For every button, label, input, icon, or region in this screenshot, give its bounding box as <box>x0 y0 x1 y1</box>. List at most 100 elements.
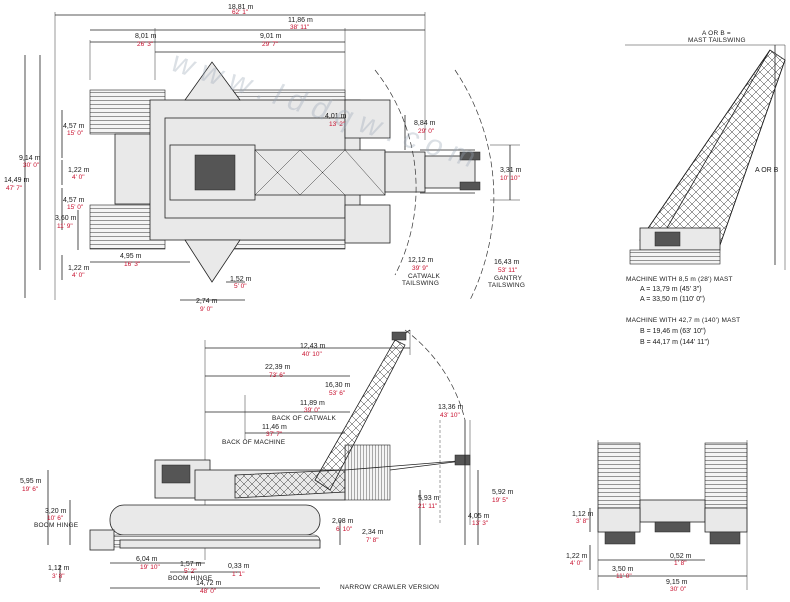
dim-1-57-ft: 5' 2" <box>184 568 197 575</box>
dim-1-12-ft: 3' 8" <box>52 573 65 580</box>
dim-1-22a: 1,22 m <box>68 167 90 174</box>
dim-1-22b-ft: 4' 0" <box>72 272 85 279</box>
dim-1-52-ft: 5' 0" <box>234 283 247 290</box>
dim-8-01-ft: 26' 3" <box>137 41 154 48</box>
catwalk-tailswing-label: CATWALK TAILSWING <box>402 273 442 287</box>
dim-14-72: 14,72 m <box>196 580 221 587</box>
mast-title-2: MAST TAILSWING <box>688 37 746 44</box>
dim-2-08: 2,08 m <box>332 518 354 525</box>
dim-9-01: 9,01 m <box>260 33 282 40</box>
front-dim-0-52: 0,52 m <box>670 553 692 560</box>
dim-16-43-ft: 53' 11" <box>498 267 518 274</box>
dim-18-81-ft: 62' 1" <box>232 9 249 16</box>
dim-6-04: 6,04 m <box>136 556 158 563</box>
dim-16-43: 16,43 m <box>494 259 519 266</box>
dim-2-74-ft: 9' 0" <box>200 306 213 313</box>
mast-view: A OR B = MAST TAILSWING A OR B MACHINE W… <box>625 30 786 346</box>
dim-4-01: 4,01 m <box>325 113 347 120</box>
dim-3-20-ft: 10' 6" <box>47 515 64 522</box>
dim-3-60-ft: 11' 9" <box>57 223 73 230</box>
dim-22-39: 22,39 m <box>265 364 290 371</box>
dim-14-49: 14,49 m <box>4 177 29 184</box>
dim-6-04-ft: 19' 10" <box>140 564 161 571</box>
top-view <box>24 12 520 301</box>
front-dim-0-52-ft: 1' 8" <box>674 560 687 567</box>
dim-18-81: 18,81 m <box>228 4 253 11</box>
catwalk-tailswing-l2: TAILSWING <box>402 280 439 287</box>
dim-5-93: 5,93 m <box>418 495 440 502</box>
dim-5-95: 5,95 m <box>20 478 42 485</box>
mast-b2: B = 44,17 m (144' 11") <box>640 339 709 346</box>
dim-4-57a: 4,57 m <box>63 123 85 130</box>
dim-14-72-ft: 48' 0" <box>200 588 217 595</box>
mast-title-1: A OR B = <box>702 30 731 37</box>
gantry-tailswing-label: GANTRY TAILSWING <box>488 275 525 289</box>
dim-4-01-ft: 13' 2" <box>329 121 346 128</box>
dim-9-01-ft: 29' 7" <box>262 41 279 48</box>
dim-5-92-ft: 19' 5" <box>492 497 509 504</box>
dim-4-57b-ft: 15' 0" <box>67 204 84 211</box>
dim-4-05: 4,05 m <box>468 513 490 520</box>
dim-2-74: 2,74 m <box>196 298 218 305</box>
dim-4-57a-ft: 15' 0" <box>67 130 84 137</box>
dim-9-14: 9,14 m <box>19 155 41 162</box>
front-dim-3-50: 3,50 m <box>612 566 634 573</box>
gantry-tailswing-l2: TAILSWING <box>488 282 525 289</box>
front-dim-1-12: 1,12 m <box>572 511 594 518</box>
front-dim-1-12-ft: 3' 8" <box>576 518 589 525</box>
dim-12-12-ft: 39' 9" <box>412 265 429 272</box>
dim-4-57b: 4,57 m <box>63 197 85 204</box>
front-view <box>589 440 748 590</box>
boom-hinge-2-label: BOOM HINGE <box>168 575 213 582</box>
dim-14-49-ft: 47' 7" <box>6 185 23 192</box>
dim-22-39-ft: 73' 6" <box>269 372 286 379</box>
dim-4-05-ft: 13' 3" <box>472 520 489 527</box>
dim-11-46: 11,46 m <box>262 424 287 431</box>
mast-a-or-b: A OR B <box>755 167 779 174</box>
dim-12-43: 12,43 m <box>300 343 325 350</box>
dim-13-36: 13,36 m <box>438 404 463 411</box>
dim-12-12: 12,12 m <box>408 257 433 264</box>
dim-11-89: 11,89 m <box>300 400 325 407</box>
dim-16-30-ft: 53' 6" <box>329 390 346 397</box>
dim-11-86: 11,86 m <box>288 17 313 24</box>
dim-5-92: 5,92 m <box>492 489 514 496</box>
dim-5-93-ft: 21' 11" <box>418 503 438 510</box>
dim-11-86-ft: 38' 11" <box>290 24 310 31</box>
top-view-labels: 18,81 m 62' 1" 11,86 m 38' 11" 8,01 m 26… <box>4 4 525 313</box>
back-of-machine-label: BACK OF MACHINE <box>222 439 286 446</box>
dim-16-30: 16,30 m <box>325 382 350 389</box>
mast-caption-2: MACHINE WITH 42,7 m (140') MAST <box>626 317 740 324</box>
dim-2-08-ft: 6' 10" <box>336 526 353 533</box>
dim-5-95-ft: 19' 6" <box>22 486 39 493</box>
dim-4-95: 4,95 m <box>120 253 142 260</box>
mast-a2: A = 33,50 m (110' 0") <box>640 296 705 303</box>
dim-3-60: 3,60 m <box>55 215 77 222</box>
dim-1-22b: 1,22 m <box>68 265 90 272</box>
dim-8-01: 8,01 m <box>135 33 157 40</box>
catwalk-tailswing-l1: CATWALK <box>408 273 441 280</box>
side-view-labels: 12,43 m 40' 10" 22,39 m 73' 6" 16,30 m 5… <box>20 343 514 595</box>
dim-11-46-ft: 37' 7" <box>266 431 283 438</box>
mast-a1: A = 13,79 m (45' 3") <box>640 286 702 293</box>
dim-3-20: 3,20 m <box>45 508 67 515</box>
front-dim-9-15: 9,15 m <box>666 579 688 586</box>
narrow-crawler-caption: NARROW CRAWLER VERSION <box>340 584 439 591</box>
mast-b1: B = 19,46 m (63' 10") <box>640 328 706 335</box>
dim-1-12: 1,12 m <box>48 565 70 572</box>
dim-9-14-ft: 30' 0" <box>23 162 40 169</box>
dim-8-84-ft: 29' 0" <box>418 128 435 135</box>
back-of-catwalk-label: BACK OF CATWALK <box>272 415 337 422</box>
mast-caption-1: MACHINE WITH 8,5 m (28') MAST <box>626 276 733 283</box>
front-view-labels: 1,12 m 3' 8" 1,22 m 4' 0" 3,50 m 11' 0" … <box>566 511 692 593</box>
dim-3-31-ft: 10' 10" <box>500 175 521 182</box>
dim-12-43-ft: 40' 10" <box>302 351 323 358</box>
dim-1-22a-ft: 4' 0" <box>72 174 85 181</box>
front-dim-9-15-ft: 30' 0" <box>670 586 687 593</box>
dim-0-33-ft: 1' 1" <box>232 571 245 578</box>
dim-4-95-ft: 16' 3" <box>124 261 141 268</box>
dim-8-84: 8,84 m <box>414 120 436 127</box>
dim-0-33: 0,33 m <box>228 563 250 570</box>
